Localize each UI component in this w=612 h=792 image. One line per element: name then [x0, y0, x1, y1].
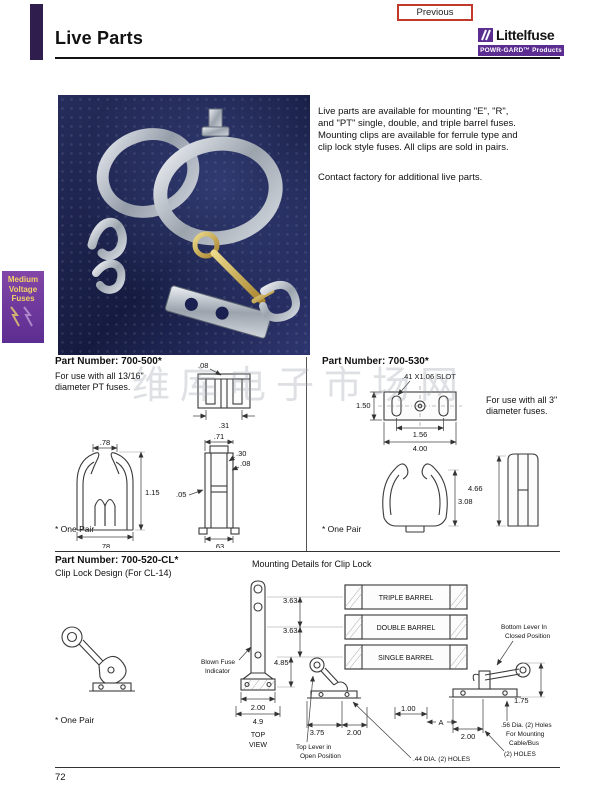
drawing-700-500: .08 .31 .78 1.15 .78 .71 .30 .08 .05 .63 [76, 361, 255, 548]
slot-callout: .41 X1.06 SLOT [402, 372, 456, 381]
lightning-pattern-icon [10, 306, 33, 327]
part-700-520-note: * One Pair [55, 715, 95, 725]
column-divider [306, 357, 307, 551]
dim-label: .08 [240, 459, 250, 468]
top-lever-label: Open Position [300, 753, 341, 760]
holes-2-label: (2) HOLES [504, 751, 536, 758]
intro-paragraph-1: Live parts are available for mounting "E… [318, 106, 518, 154]
part-700-530-description: For use with all 3" diameter fuses. [486, 395, 558, 417]
dim-label: 4.00 [413, 444, 428, 453]
holes-56-label: .56 Dia. (2) Holes [501, 722, 552, 729]
corner-accent-bar [30, 4, 43, 60]
part-700-520-subtitle: Clip Lock Design (For CL-14) [55, 568, 172, 578]
dim-label: 4.85 [274, 658, 289, 667]
fuse-barrels [344, 584, 468, 670]
bottom-lever-label: Closed Position [505, 633, 551, 640]
holes-56-label: For Mounting [506, 731, 545, 738]
side-view [507, 453, 539, 527]
dim-label: .71 [214, 432, 224, 441]
page-title: Live Parts [55, 28, 144, 48]
bracket-front-view [240, 580, 276, 691]
clip-lock-lever-view [61, 626, 135, 692]
header-rule [55, 57, 560, 59]
dimension-lines [76, 368, 255, 543]
dim-label: 1.50 [356, 401, 371, 410]
clip-profile-view [382, 463, 448, 533]
drawing-700-530: .41 X1.06 SLOT 1.50 1.56 4.00 3.08 4.66 [356, 372, 539, 533]
dim-label: 2.00 [347, 728, 362, 737]
top-view-label: TOP [251, 732, 266, 739]
part-number-700-530: Part Number: 700-530* [322, 356, 429, 367]
dim-label: 3.75 [310, 728, 325, 737]
dim-label: .08 [198, 361, 208, 370]
product-photo-graphic [87, 108, 300, 339]
dim-label: .78 [100, 438, 110, 447]
littelfuse-wordmark: Littelfuse [496, 27, 555, 43]
intro-paragraph-2: Contact factory for additional live part… [318, 172, 483, 183]
block-front-view [197, 373, 251, 409]
dim-label: A [438, 718, 443, 727]
brand-logo: Littelfuse [478, 27, 566, 43]
tab-line-1: Medium [7, 275, 39, 284]
dim-label: 2.00 [461, 732, 476, 741]
blown-fuse-label: Indicator [205, 668, 231, 675]
dim-label: 3.63 [283, 626, 298, 635]
dimension-lines [370, 380, 506, 527]
blown-fuse-label: Blown Fuse [201, 659, 235, 666]
dim-label: 1.56 [413, 430, 428, 439]
barrel-label: TRIPLE BARREL [379, 595, 434, 602]
tab-line-2: Voltage [8, 284, 38, 294]
part-number-700-500: Part Number: 700-500* [55, 356, 162, 367]
side-view [198, 445, 240, 535]
part-700-500-note: * One Pair [55, 524, 95, 534]
top-lever-label: Top Lever in [296, 744, 332, 751]
footer-rule [55, 767, 560, 768]
bottom-lever-closed-view [449, 662, 531, 698]
top-view-label: VIEW [249, 742, 267, 749]
part-700-530-note: * One Pair [322, 524, 362, 534]
dim-label: 4.66 [468, 484, 483, 493]
dim-label: 3.08 [458, 497, 473, 506]
drawing-700-520: TRIPLE BARREL DOUBLE BARREL SINGLE BARRE… [61, 580, 552, 763]
leader-lines [238, 640, 514, 759]
dim-label: 3.63 [283, 596, 298, 605]
dimension-lines [235, 596, 545, 733]
previous-button[interactable]: Previous [397, 4, 473, 21]
part-700-500-description: For use with all 13/16" diameter PT fuse… [55, 371, 144, 393]
medium-voltage-fuses-tab: Medium Voltage Fuses [2, 271, 44, 343]
bottom-lever-label: Bottom Lever In [501, 624, 547, 631]
part-number-700-520: Part Number: 700-520-CL* [55, 555, 179, 566]
dim-label: .30 [236, 449, 246, 458]
barrel-label: DOUBLE BARREL [377, 625, 436, 632]
barrel-label: SINGLE BARREL [378, 655, 434, 662]
dim-label: .78 [100, 542, 110, 548]
clip-front-view [76, 452, 134, 531]
mounting-details-title: Mounting Details for Clip Lock [252, 559, 372, 569]
holes-44-label: .44 DIA. (2) HOLES [413, 756, 471, 763]
top-lever-open-view [307, 657, 361, 699]
section-divider [55, 551, 560, 552]
dim-label: .63 [214, 542, 224, 548]
tab-line-3: Fuses [11, 294, 35, 304]
page-number: 72 [55, 772, 66, 783]
dim-label: 4.9 [253, 717, 263, 726]
dim-label: .31 [219, 421, 229, 430]
littelfuse-logo-icon [478, 28, 493, 42]
dim-label: 1.15 [145, 488, 160, 497]
holes-56-label: Cable/Bus [509, 740, 540, 747]
dim-label: .05 [176, 490, 186, 499]
dim-label: 1.00 [401, 704, 416, 713]
metal-clips-illustration [87, 108, 300, 339]
powr-gard-banner: POWR-GARD™ Products [478, 45, 564, 56]
dim-label: 1.75 [514, 696, 529, 705]
dim-label: 2.00 [251, 703, 266, 712]
plate-top-view [378, 386, 462, 426]
